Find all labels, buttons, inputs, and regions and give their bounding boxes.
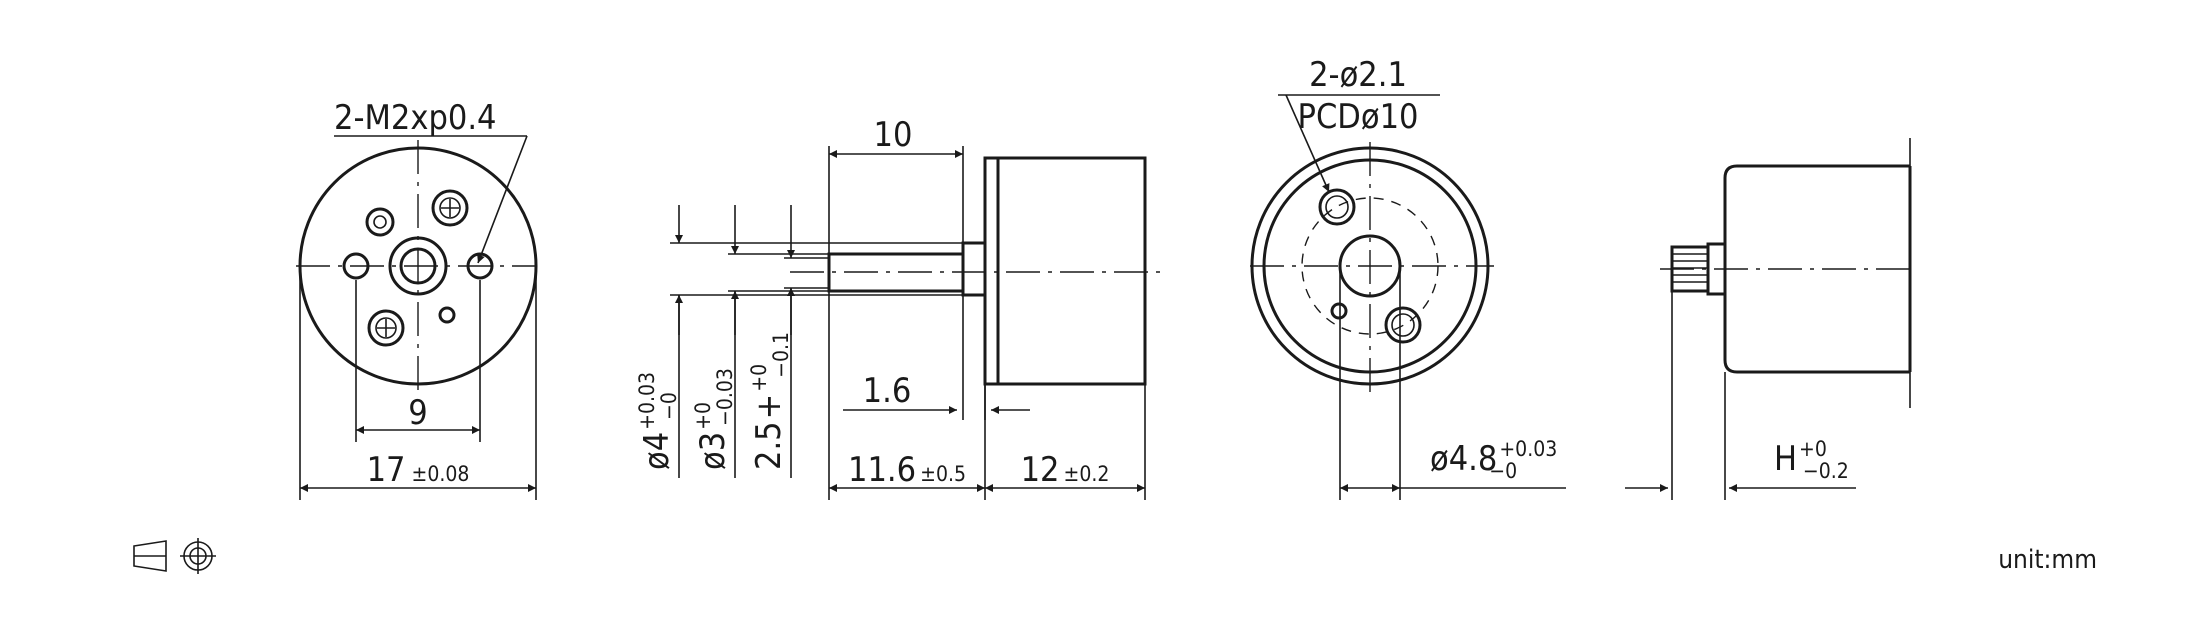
body-length-dim: 12±0.2	[1021, 450, 1110, 490]
bearing-boss	[961, 241, 987, 297]
profile-view: H+0−0.2	[1625, 138, 1912, 500]
shaft-total-dim: 11.6±0.5	[848, 450, 966, 490]
hole-callout: 2-ø2.1	[1309, 55, 1407, 95]
mount-hole-upper	[1318, 188, 1356, 226]
height-dim: H+0−0.2	[1774, 437, 1849, 483]
threaded-hole-lower	[367, 309, 405, 347]
boss-diam-dim: ø4.8+0.03−0	[1430, 437, 1557, 483]
diam-3-dim: ø3+0−0.03	[691, 368, 737, 470]
front-view: 2-M2xp0.4 9 17±0.08	[296, 98, 538, 500]
threaded-hole-upper	[431, 189, 469, 227]
vent-hole-upper	[365, 207, 395, 237]
vent-hole-small	[438, 306, 456, 324]
pcd-callout: PCDø10	[1298, 97, 1419, 137]
mounting-hole-right	[466, 252, 494, 280]
pcd-circle	[1301, 197, 1439, 335]
shaft-length-dim: 10	[874, 115, 913, 155]
mount-hole-lower	[1384, 306, 1422, 344]
side-view: 10 ø4+0.03−0 ø3+0−0.03 2.5++0−0.1	[635, 115, 1160, 500]
thread-callout: 2-M2xp0.4	[334, 98, 497, 138]
rear-view: 2-ø2.1 PCDø10 ø4.8+0.03−0	[1250, 55, 1566, 500]
mounting-hole-left	[342, 252, 370, 280]
diam-25-dim: 2.5++0−0.1	[747, 332, 793, 470]
hole-spacing-dim: 9	[408, 393, 427, 433]
diam-4-dim: ø4+0.03−0	[635, 372, 681, 470]
small-hole	[1330, 302, 1348, 320]
third-angle-projection-icon	[133, 538, 216, 574]
knurled-gear	[1670, 245, 1710, 293]
motor-body	[983, 156, 1147, 386]
diameter-dim: 17±0.08	[367, 450, 470, 490]
flange-thickness-dim: 1.6	[863, 371, 912, 411]
unit-note: unit:mm	[1998, 545, 2097, 575]
center-shaft	[388, 236, 448, 296]
